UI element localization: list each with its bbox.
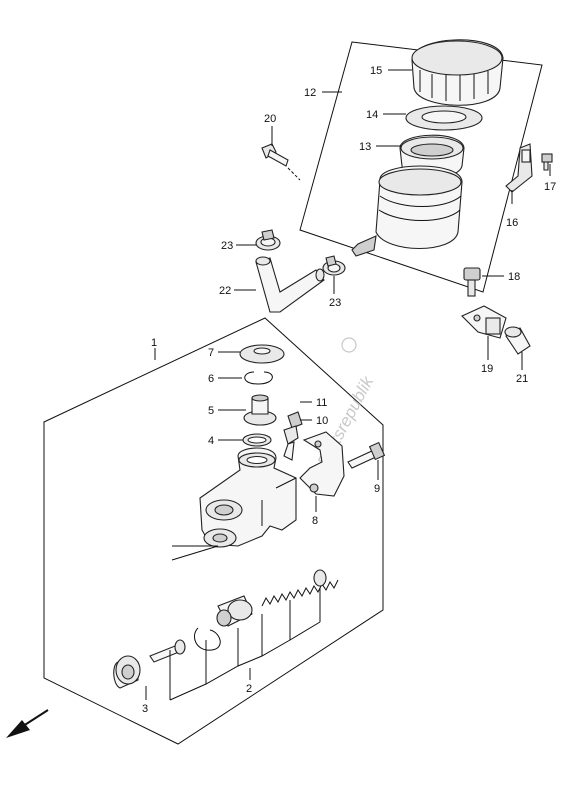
callout-20: 20: [264, 113, 276, 125]
callout-13: 13: [359, 141, 371, 153]
callout-3: 3: [142, 703, 148, 715]
callout-21: 21: [516, 373, 528, 385]
reservoir-cap: [411, 39, 504, 106]
callout-4: 4: [208, 435, 214, 447]
fitting-5: [243, 394, 277, 426]
reservoir-bracket: [461, 305, 507, 339]
cap-11: [287, 411, 303, 429]
screw-17: [541, 153, 553, 171]
piston-assembly: [113, 569, 339, 701]
callout-16: 16: [506, 217, 518, 229]
cap-7: [239, 344, 285, 364]
circlip-6: [244, 371, 273, 385]
callout-14: 14: [366, 109, 378, 121]
callout-labels: 15 14 13 12 20 16 17 23 22 23 18 19 21 1…: [142, 65, 556, 715]
callout-23-bottom: 23: [329, 297, 341, 309]
callout-10: 10: [316, 415, 328, 427]
callout-12: 12: [304, 87, 316, 99]
callout-17: 17: [544, 181, 556, 193]
leader-lines: [145, 69, 551, 700]
hose-clamp-23-bottom: [322, 255, 346, 276]
hose-clamp-23-top: [255, 229, 281, 251]
callout-5: 5: [208, 405, 214, 417]
callout-8: 8: [312, 515, 318, 527]
bolt-20: [261, 143, 301, 181]
reservoir-hose: [255, 256, 325, 313]
diaphragm-plate: [405, 105, 483, 131]
o-ring-4: [242, 433, 272, 447]
front-arrow-icon: [6, 709, 49, 738]
callout-9: 9: [374, 483, 380, 495]
bolt-9: [347, 441, 386, 469]
clamp-bracket: [505, 143, 533, 193]
callout-2: 2: [246, 683, 252, 695]
callout-18: 18: [508, 271, 520, 283]
callout-7: 7: [208, 347, 214, 359]
reservoir-body: [351, 165, 463, 257]
bolt-18: [463, 267, 481, 297]
bleeder-10: [283, 425, 299, 461]
callout-22: 22: [219, 285, 231, 297]
diaphragm: [399, 134, 465, 179]
callout-15: 15: [370, 65, 382, 77]
callout-23-top: 23: [221, 240, 233, 252]
callout-19: 19: [481, 363, 493, 375]
clamp-holder-8: [299, 431, 345, 497]
master-cylinder-group-outline: [43, 317, 384, 745]
grommet-21: [504, 326, 531, 355]
master-cylinder-body: [199, 447, 297, 548]
callout-1: 1: [151, 337, 157, 349]
callout-6: 6: [208, 373, 214, 385]
callout-11: 11: [316, 397, 327, 409]
